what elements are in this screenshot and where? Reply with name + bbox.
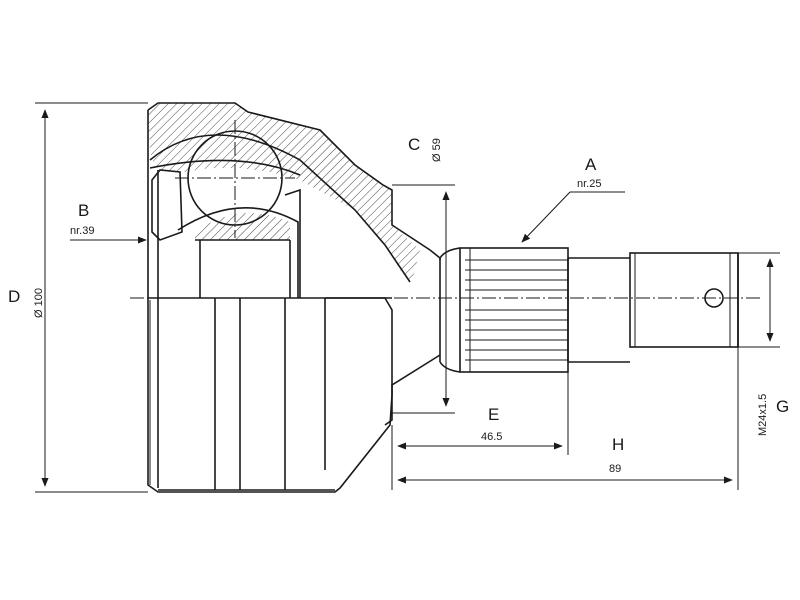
housing-section-hatch xyxy=(148,103,420,282)
label-E: E xyxy=(488,405,499,424)
label-B-value: nr.39 xyxy=(70,225,94,237)
inner-race xyxy=(177,207,299,298)
housing xyxy=(147,102,441,493)
dimension-H: H 89 xyxy=(391,347,739,490)
shaft-neck xyxy=(439,247,461,373)
dim-A-leader xyxy=(521,191,571,243)
ball-assembly xyxy=(151,120,301,298)
dimension-E: E 46.5 xyxy=(391,372,569,455)
spline-teeth xyxy=(465,248,568,372)
label-C-value: Ø 59 xyxy=(431,138,443,162)
dimension-D: D Ø 100 xyxy=(8,102,148,493)
label-A: A xyxy=(585,155,597,174)
dimension-G: G M24x1.5 xyxy=(738,252,789,436)
stub-shaft xyxy=(439,247,739,373)
cage-right xyxy=(284,188,301,298)
dimension-A: A nr.25 xyxy=(521,155,625,243)
inner-race-hatch xyxy=(195,213,290,240)
label-H-value: 89 xyxy=(609,463,621,475)
label-D-value: Ø 100 xyxy=(33,288,45,318)
housing-inner-curve xyxy=(149,134,411,283)
label-H: H xyxy=(612,435,624,454)
label-G: G xyxy=(776,397,789,416)
label-D: D xyxy=(8,287,20,306)
label-G-value: M24x1.5 xyxy=(757,394,769,436)
label-C: C xyxy=(408,135,420,154)
dimension-C: C Ø 59 xyxy=(392,135,455,414)
housing-inner-lower xyxy=(149,159,301,176)
body-right-face xyxy=(325,297,393,426)
label-A-value: nr.25 xyxy=(577,178,601,190)
housing-outline xyxy=(147,102,441,260)
thread-section xyxy=(629,252,739,348)
shaft-mid xyxy=(567,257,630,363)
label-B: B xyxy=(78,201,89,220)
cage-left xyxy=(151,169,183,241)
dimension-B: B nr.39 xyxy=(70,201,147,244)
label-E-value: 46.5 xyxy=(481,431,502,443)
